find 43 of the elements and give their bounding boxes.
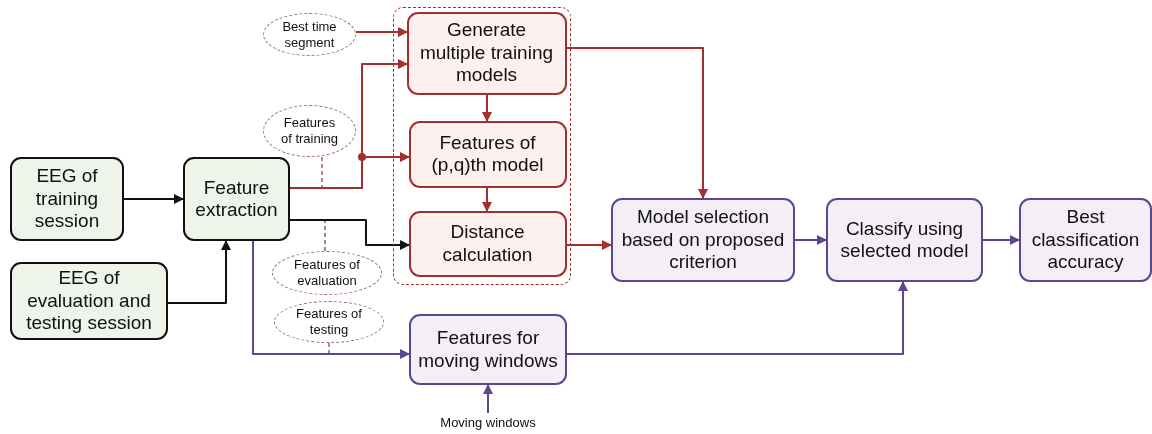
node-text: EEG of training session <box>33 165 101 233</box>
arrow <box>482 94 492 122</box>
arrow <box>289 219 410 250</box>
node-text: Features of testing <box>295 306 363 338</box>
arrow <box>252 240 410 359</box>
arrow <box>482 187 492 212</box>
arrow <box>566 47 708 199</box>
process-box <box>408 210 567 277</box>
arrow <box>794 235 827 245</box>
arrow <box>483 384 493 414</box>
process-box <box>408 120 567 188</box>
arrow <box>167 240 231 304</box>
input-label: Moving windows <box>420 413 556 431</box>
node-text: EEG of evaluation and testing session <box>25 267 153 335</box>
leader-line <box>321 156 323 188</box>
process-box <box>826 198 983 282</box>
node-text: Model selection based on proposed criterion <box>620 206 786 274</box>
process-box <box>406 11 567 95</box>
process-box <box>10 157 124 241</box>
process-box <box>611 198 795 282</box>
dashed-group-frame <box>393 7 571 285</box>
arrow <box>123 194 184 204</box>
arrow <box>566 240 612 250</box>
node-text: Features of (p,q)th model <box>430 131 545 177</box>
arrow <box>289 152 410 189</box>
node-text: Features of training <box>280 115 339 147</box>
arrow <box>566 281 908 355</box>
leader-line <box>324 220 326 252</box>
process-box <box>1019 198 1152 282</box>
node-text: Features for moving windows <box>417 327 559 372</box>
node-text: Feature extraction <box>194 176 279 222</box>
process-box <box>409 314 567 385</box>
process-box <box>183 157 290 241</box>
node-text: Distance calculation <box>441 221 534 266</box>
leader-line <box>328 342 330 354</box>
node-text: Features of evaluation <box>293 257 361 289</box>
arrow <box>982 235 1020 245</box>
process-box <box>10 262 168 340</box>
node-text: Best time segment <box>281 18 338 51</box>
arrow <box>355 27 408 37</box>
node-text: Generate multiple training models <box>418 19 555 87</box>
node-text: Classify using selected model <box>839 217 970 263</box>
node-text: Best classification accuracy <box>1030 206 1141 274</box>
